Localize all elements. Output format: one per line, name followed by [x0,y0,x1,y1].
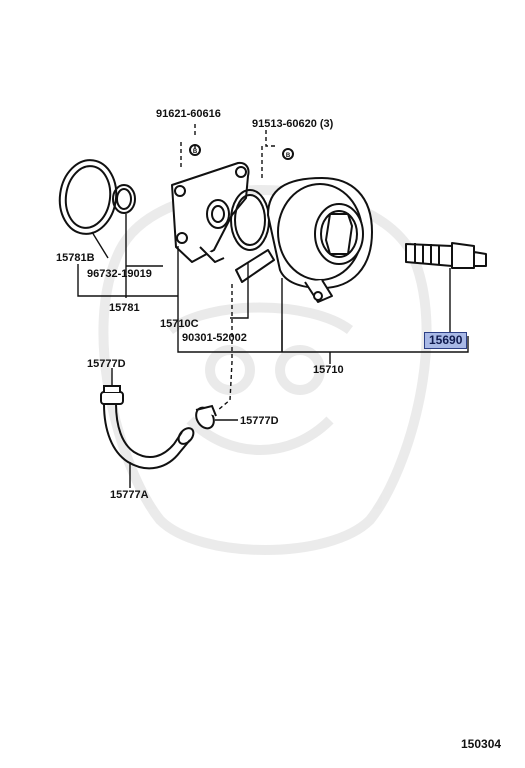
label-group-15710[interactable]: 15710 [313,364,344,376]
label-group-15710c[interactable]: 15710C [160,318,199,330]
filter-bracket [171,161,250,263]
label-group-15781[interactable]: 15781 [109,302,140,314]
hose [103,403,195,470]
gasket-ring [58,159,118,235]
label-gasket-15781b[interactable]: 15781B [56,252,95,264]
small-o-ring [112,184,136,214]
diagram-code: 150304 [461,737,502,751]
oil-cooler-body [235,177,373,303]
label-o-ring-96732[interactable]: 96732-19019 [87,268,152,280]
label-hose-15777a[interactable]: 15777A [110,489,149,501]
label-valve-15690-highlighted[interactable]: 15690 [424,332,468,349]
label-o-ring-90301[interactable]: 90301-52002 [182,332,247,344]
clamp-lower [195,404,217,430]
bolt-marker-right: B [282,148,294,160]
label-bolt-91621[interactable]: 91621-60616 [156,108,221,120]
label-clamp-lower-15777d[interactable]: 15777D [240,415,279,427]
label-clamp-upper-15777d[interactable]: 15777D [87,358,126,370]
bolt-marker-left: B [189,144,201,156]
clamp-upper [100,385,124,405]
relief-valve [405,242,487,269]
svg-text:B: B [286,153,291,159]
watermark-emblem [98,185,432,555]
svg-text:B: B [193,149,198,155]
label-bolt-91513[interactable]: 91513-60620 (3) [252,118,334,130]
housing-o-ring [230,189,270,251]
leader-lines [77,124,469,488]
